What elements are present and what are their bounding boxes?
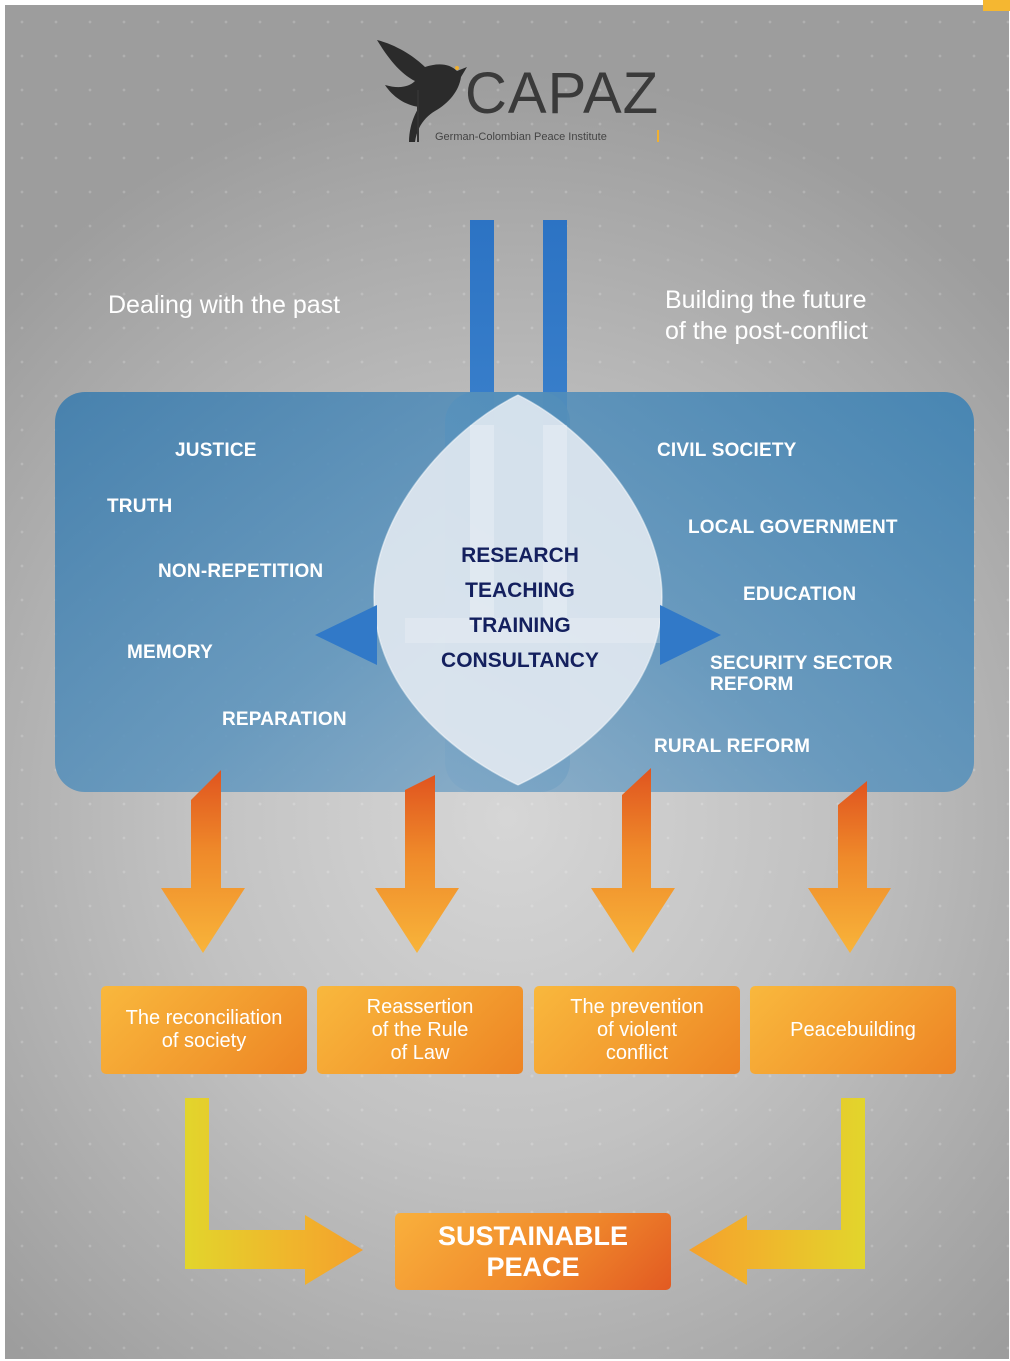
logo-subtitle: German-Colombian Peace Institute bbox=[435, 131, 607, 143]
arrow-right-icon bbox=[660, 605, 721, 665]
logo-divider bbox=[417, 90, 419, 142]
heading-past: Dealing with the past bbox=[108, 291, 341, 319]
outcome-reconciliation-line1: The reconciliation bbox=[125, 1007, 283, 1029]
goal-line1: SUSTAINABLE bbox=[437, 1220, 628, 1251]
topic-reform: REFORM bbox=[710, 674, 794, 695]
activity-teaching: TEACHING bbox=[465, 579, 575, 602]
outcome-prevention-line1: The prevention bbox=[570, 995, 704, 1018]
diagram-canvas: CAPAZ German-Colombian Peace Institute D… bbox=[5, 5, 1009, 1359]
activity-consultancy: CONSULTANCY bbox=[441, 649, 599, 672]
corner-tab bbox=[983, 0, 1010, 11]
outcome-prevention: The prevention of violent conflict bbox=[534, 986, 740, 1074]
down-arrow-3-icon bbox=[591, 768, 675, 953]
center-activities: RESEARCH TEACHING TRAINING CONSULTANCY bbox=[415, 538, 625, 678]
outcome-reconciliation-line2: of society bbox=[161, 1030, 247, 1052]
logo-accent-bar bbox=[657, 130, 659, 142]
heading-future-line2: of the post-conflict bbox=[665, 317, 868, 345]
down-arrow-4-icon bbox=[808, 781, 891, 953]
outcome-prevention-line2: of violent bbox=[596, 1018, 678, 1041]
heading-future-line1: Building the future bbox=[665, 286, 867, 314]
down-arrow-2-icon bbox=[375, 775, 459, 953]
goal-line2: PEACE bbox=[486, 1251, 580, 1282]
activity-training: TRAINING bbox=[469, 614, 571, 637]
topic-local-government: LOCAL GOVERNMENT bbox=[688, 517, 898, 538]
outcome-peacebuilding: Peacebuilding bbox=[750, 986, 956, 1074]
activity-research: RESEARCH bbox=[461, 544, 579, 567]
outcome-rule-of-law-line3: of Law bbox=[390, 1041, 450, 1064]
topic-justice: JUSTICE bbox=[175, 440, 257, 461]
diagram-graphics bbox=[55, 40, 974, 1285]
outcome-rule-of-law-line2: of the Rule bbox=[371, 1018, 469, 1041]
topic-non-repetition: NON-REPETITION bbox=[158, 561, 324, 582]
topic-truth: TRUTH bbox=[107, 496, 173, 517]
elbow-arrow-left-icon bbox=[185, 1098, 363, 1285]
outcome-rule-of-law: Reassertion of the Rule of Law bbox=[317, 986, 523, 1074]
arrow-left-icon bbox=[315, 605, 377, 665]
outcome-reconciliation: The reconciliation of society bbox=[101, 986, 307, 1074]
topic-civil-society: CIVIL SOCIETY bbox=[657, 440, 797, 461]
center-lens bbox=[374, 395, 662, 785]
outcome-prevention-line3: conflict bbox=[605, 1041, 669, 1064]
down-arrow-1-icon bbox=[161, 770, 245, 953]
logo-wordmark: CAPAZ bbox=[465, 61, 660, 126]
topic-memory: MEMORY bbox=[127, 642, 213, 663]
topic-reparation: REPARATION bbox=[222, 709, 347, 730]
dove-logo-icon bbox=[377, 40, 467, 142]
outcome-peacebuilding-line1: Peacebuilding bbox=[790, 1018, 916, 1041]
topic-security-sector: SECURITY SECTOR bbox=[710, 653, 893, 674]
outcome-rule-of-law-line1: Reassertion bbox=[366, 995, 474, 1018]
topic-rural-reform: RURAL REFORM bbox=[654, 736, 811, 757]
topic-education: EDUCATION bbox=[743, 584, 857, 605]
elbow-arrow-right-icon bbox=[689, 1098, 865, 1285]
sustainable-peace-box: SUSTAINABLE PEACE bbox=[395, 1213, 671, 1290]
